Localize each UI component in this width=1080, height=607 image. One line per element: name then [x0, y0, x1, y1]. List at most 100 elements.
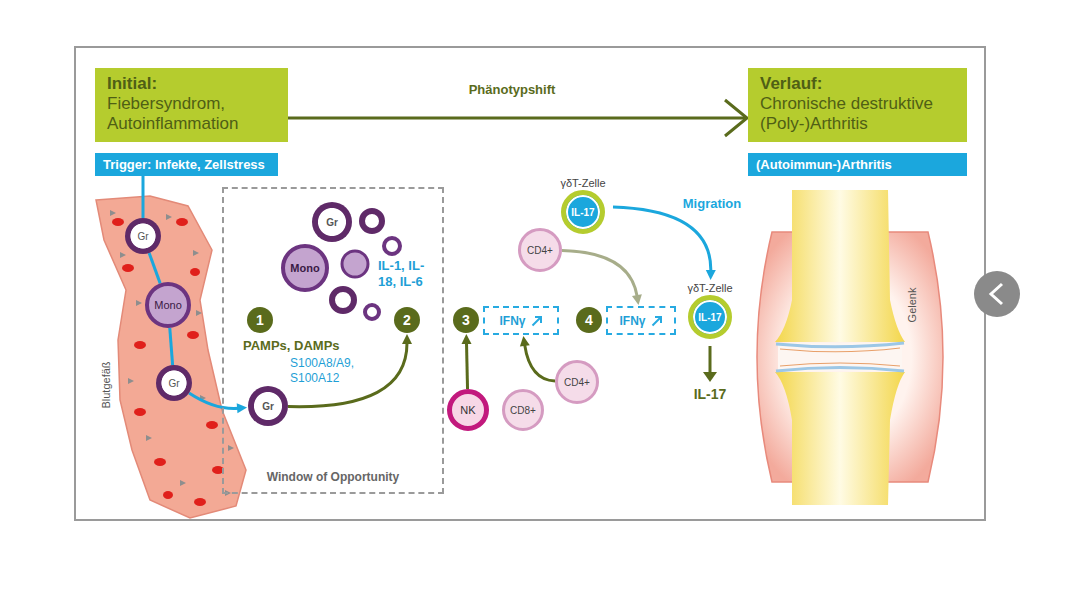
red-blood-cell: [187, 331, 199, 339]
particle: [146, 435, 152, 441]
cytokine-label: IFNγ: [619, 314, 645, 328]
monocyte-cell: Mono: [281, 244, 329, 292]
increase-arrow-icon: [531, 315, 543, 327]
phase-band: (Autoimmun-)Arthritis: [748, 153, 967, 176]
slider-button: [974, 271, 1020, 317]
particle: [196, 310, 202, 316]
gamma-delta-t-cell: γδT-ZelleIL-17: [680, 281, 740, 341]
cell-heading: γδT-Zelle: [560, 176, 605, 190]
callout-number: 2: [394, 307, 420, 333]
cell-label: Mono: [290, 262, 319, 274]
red-blood-cell: [134, 341, 146, 349]
monocyte-cell: Mono: [145, 282, 191, 328]
cell-ring: IL-17: [688, 295, 732, 339]
t-cell: CD4+: [518, 228, 562, 272]
cytokine-label: IL-1, IL-18, IL-6: [378, 258, 441, 290]
cell-label: NK: [460, 404, 475, 416]
icon-line: [652, 317, 661, 326]
cell-label: Gr: [326, 217, 338, 228]
vessel-particles: [110, 210, 234, 496]
joint: [757, 190, 943, 505]
particle: [180, 480, 186, 486]
granulocyte-cell: Gr: [312, 202, 352, 242]
phase-heading: Initial:: [107, 74, 276, 94]
arrowhead: [237, 403, 247, 413]
cell-heading: γδT-Zelle: [687, 281, 732, 295]
cell-label: CD4+: [564, 377, 590, 388]
arrowhead: [402, 334, 412, 344]
connector: [467, 343, 468, 389]
cytokine-label: IFNγ: [499, 314, 525, 328]
cytokine-box: IFNγ: [483, 306, 559, 335]
cytokine-label: IL-17: [694, 386, 727, 402]
phase-band: Trigger: Infekte, Zellstress: [95, 153, 278, 176]
cell-ring: IL-17: [561, 190, 605, 234]
red-blood-cells: [112, 218, 224, 506]
connector: [562, 250, 637, 296]
granulocyte-cell: Gr: [125, 218, 161, 254]
red-blood-cell: [206, 421, 218, 429]
band-text: (Autoimmun-)Arthritis: [756, 157, 959, 172]
cartilage: [776, 368, 904, 372]
icon-head: [535, 317, 541, 323]
window-label: Window of Opportunity: [267, 470, 400, 484]
cell-label: Gr: [168, 378, 179, 389]
red-blood-cell: [122, 264, 134, 272]
cell-label: Gr: [262, 401, 274, 412]
callout-text: 2: [403, 312, 411, 328]
particle: [128, 378, 134, 384]
connector: [142, 176, 145, 218]
cell-label: Gr: [137, 231, 148, 242]
phase-heading: Verlauf:: [760, 74, 955, 94]
gamma-delta-t-cell: γδT-ZelleIL-17: [553, 176, 613, 236]
icon-head: [655, 317, 661, 323]
red-blood-cell: [154, 458, 166, 466]
particle: [120, 252, 126, 258]
nk-cell: NK: [447, 389, 489, 431]
red-blood-cell: [163, 491, 173, 499]
connector: [613, 207, 711, 271]
callout-text: 3: [462, 312, 470, 328]
cartilage: [776, 343, 904, 347]
red-blood-cell: [194, 498, 206, 506]
granulocyte-cell: Gr: [156, 365, 192, 401]
t-cell: CD4+: [555, 360, 599, 404]
arrowhead: [520, 336, 530, 347]
phase-box: Verlauf:Chronische destruktive (Poly-)Ar…: [748, 68, 967, 142]
il17-arrow: [703, 346, 717, 382]
callout-text: 1: [256, 312, 264, 328]
edge-label: Migration: [680, 196, 745, 212]
cell-label: CD4+: [527, 245, 553, 256]
phase-box: Initial:Fiebersyndrom, Autoinflammation: [95, 68, 288, 142]
red-blood-cell: [112, 218, 124, 226]
cytokine-label: IL-17: [571, 207, 594, 218]
increase-arrow-icon: [651, 315, 663, 327]
arrowhead: [703, 372, 717, 382]
granulocyte-cell: Gr: [248, 386, 288, 426]
button-circle: [974, 271, 1020, 317]
red-blood-cell: [134, 408, 146, 416]
particle: [228, 445, 234, 451]
cytokine-label: IL-17: [698, 312, 721, 323]
cell-label: CD8+: [510, 405, 536, 416]
chevron-icon: [991, 284, 1002, 304]
connector: [149, 253, 160, 283]
callout-number: 1: [247, 307, 273, 333]
arrowhead: [725, 100, 747, 136]
particle: [136, 300, 142, 306]
particle: [193, 250, 199, 256]
callout-number: 3: [453, 307, 479, 333]
small-cell: [365, 305, 379, 319]
vessel-label: Blutgefäß: [100, 361, 112, 408]
particle: [110, 210, 116, 216]
phase-text: Fiebersyndrom, Autoinflammation: [107, 94, 276, 134]
lower-bone: [775, 372, 905, 505]
red-blood-cell: [190, 268, 200, 276]
connector: [288, 117, 747, 120]
connector: [525, 345, 555, 381]
cell-label: Mono: [154, 299, 182, 311]
t-cell: CD8+: [502, 389, 544, 431]
phase-text: Chronische destruktive (Poly-)Arthritis: [760, 94, 955, 134]
arrowhead: [706, 270, 716, 280]
